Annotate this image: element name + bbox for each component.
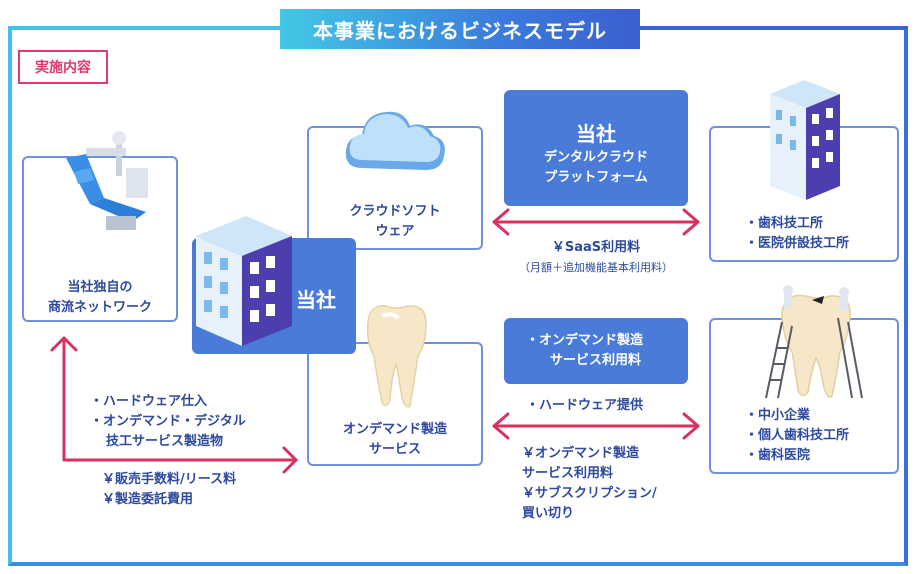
company-center-label: 当社 bbox=[296, 288, 336, 312]
ondemand-fee-line2: サービス利用料 bbox=[550, 353, 642, 368]
client-item: 中小企業 bbox=[745, 406, 849, 426]
platform-line2: プラットフォーム bbox=[544, 170, 648, 185]
left-items-list: ハードウェア仕入 オンデマンド・デジタル bbox=[90, 392, 246, 432]
hardware-provide-list: ハードウェア提供 bbox=[526, 396, 643, 416]
platform-line1: デンタルクラウド bbox=[543, 150, 648, 165]
left-fees: ￥販売手数料/リース料 ￥製造委託費用 bbox=[102, 470, 236, 510]
left-item: オンデマンド・デジタル bbox=[90, 412, 246, 432]
ondemand-line1: オンデマンド製造 bbox=[342, 422, 447, 437]
fee-line: ￥オンデマンド製造 bbox=[522, 446, 640, 461]
cloud-line2: ウェア bbox=[375, 224, 415, 239]
section-tag: 実施内容 bbox=[18, 50, 108, 84]
dental-chair-icon bbox=[66, 131, 148, 230]
saas-line2: （月額＋追加機能基本利用料） bbox=[519, 261, 673, 274]
ondemand-fee-line1: オンデマンド製造 bbox=[526, 331, 643, 351]
fee-line: 買い切り bbox=[522, 506, 575, 521]
labs-item: 歯科技工所 bbox=[745, 214, 849, 234]
labs-item: 医院併設技工所 bbox=[745, 234, 849, 254]
network-line2: 商流ネットワーク bbox=[47, 300, 152, 315]
client-item: 歯科医院 bbox=[745, 446, 849, 466]
network-line1: 当社独自の bbox=[67, 280, 133, 295]
ondemand-fee-box: オンデマンド製造 サービス利用料 bbox=[504, 318, 688, 384]
ondemand-line2: サービス bbox=[368, 442, 421, 457]
cloud-icon bbox=[345, 111, 445, 170]
workers-tooth-icon bbox=[765, 285, 863, 399]
fee-line: ￥サブスクリプション/ bbox=[522, 486, 657, 501]
platform-title: 当社 bbox=[576, 122, 616, 146]
fee-line: サービス利用料 bbox=[522, 466, 614, 481]
tooth-icon bbox=[366, 305, 427, 408]
frame-accent bbox=[640, 26, 908, 30]
saas-fee: ￥SaaS利用料 （月額＋追加機能基本利用料） bbox=[504, 238, 688, 278]
fees-right: ￥オンデマンド製造 サービス利用料 ￥サブスクリプション/ 買い切り bbox=[522, 444, 657, 524]
network-box: 当社独自の 商流ネットワーク bbox=[22, 131, 178, 322]
left-item: ハードウェア仕入 bbox=[90, 392, 246, 412]
saas-line1: ￥SaaS利用料 bbox=[551, 240, 641, 255]
building-icon bbox=[770, 80, 840, 200]
title-banner: 本事業におけるビジネスモデル bbox=[280, 9, 640, 49]
hardware-provide: ハードウェア提供 bbox=[526, 396, 643, 416]
left-item-continued: 技工サービス製造物 bbox=[106, 434, 224, 449]
building-icon bbox=[196, 216, 292, 346]
left-fee-line: ￥販売手数料/リース料 bbox=[102, 472, 237, 487]
client-item: 個人歯科技工所 bbox=[745, 426, 849, 446]
cloud-line1: クラウドソフト bbox=[349, 204, 441, 219]
page-title: 本事業におけるビジネスモデル bbox=[313, 18, 607, 43]
platform-box: 当社 デンタルクラウド プラットフォーム bbox=[504, 90, 688, 206]
left-fee-line: ￥製造委託費用 bbox=[102, 492, 194, 507]
